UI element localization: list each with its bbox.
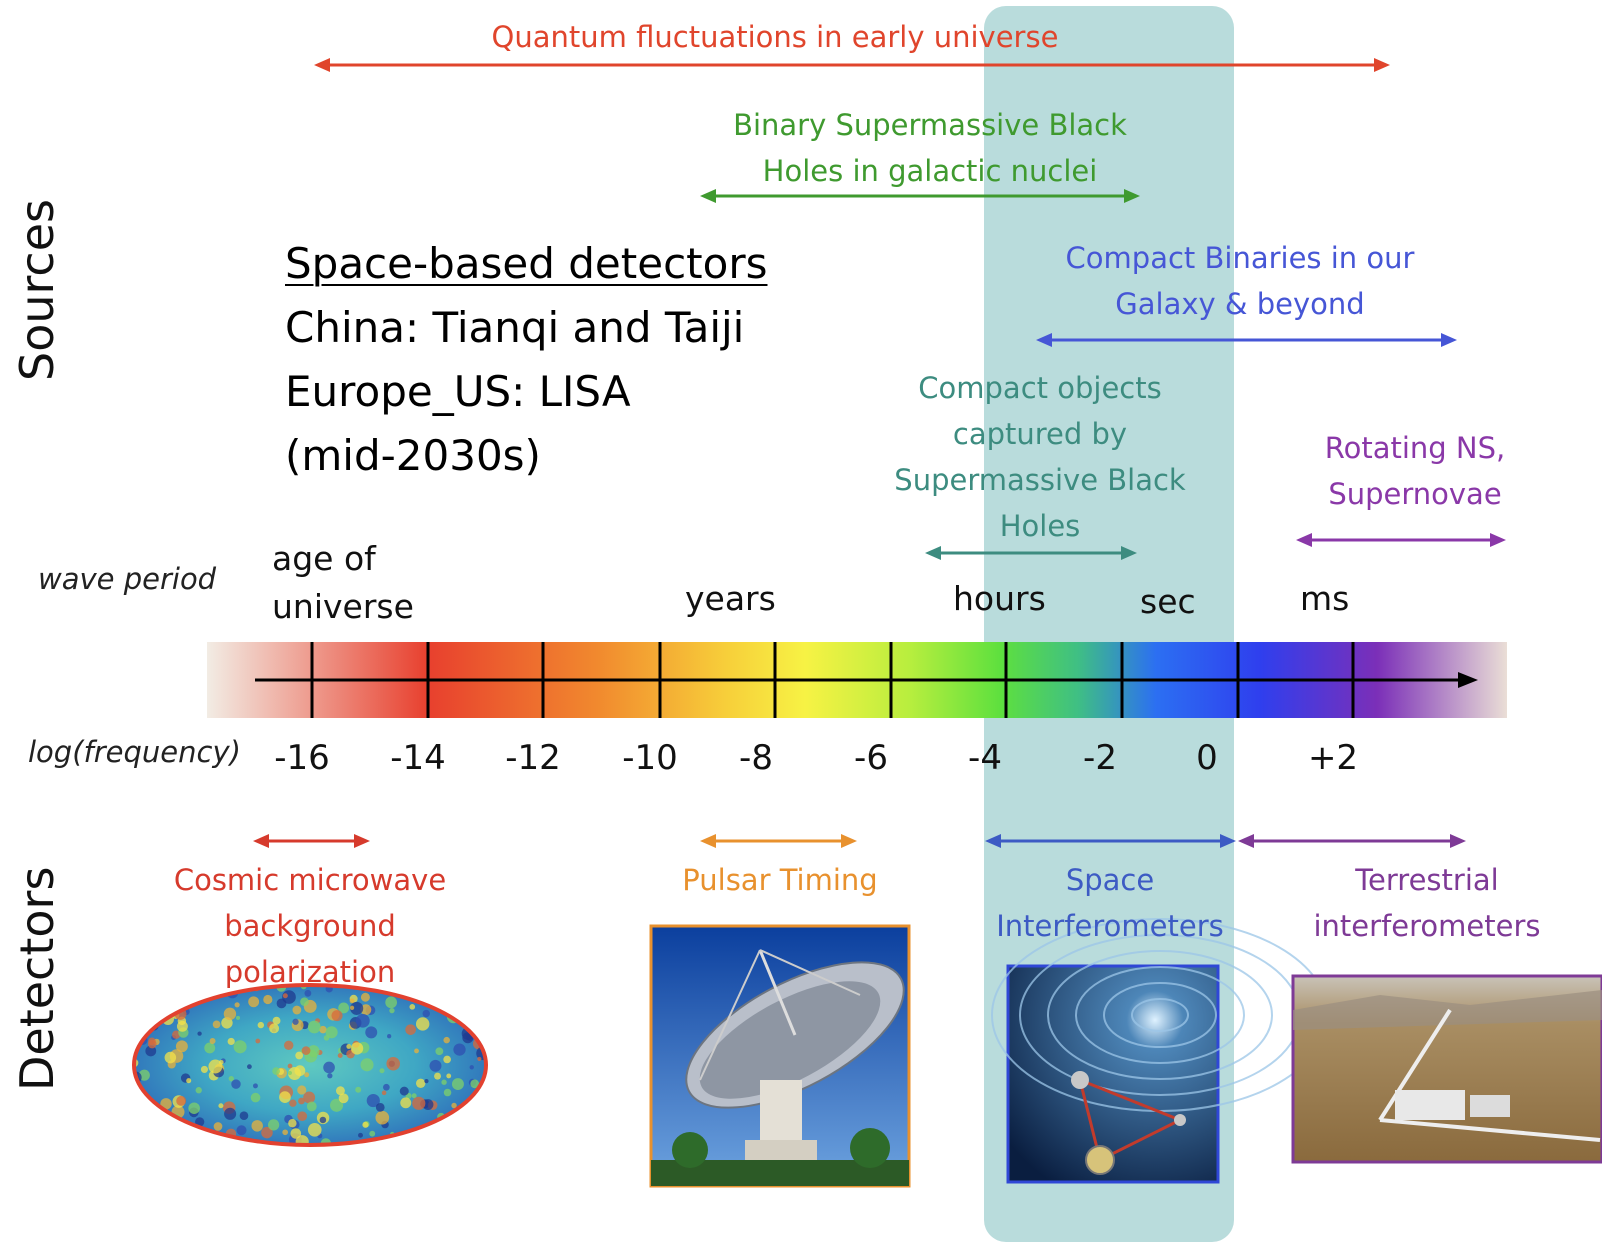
- frequency-tick-label: +2: [1307, 738, 1359, 778]
- frequency-tick-label: -2: [1083, 738, 1117, 778]
- detector-label-terrestrial: Terrestrial interferometers: [1313, 863, 1541, 943]
- captured-range-arrow: [925, 546, 1137, 560]
- space-detectors-info: Space-based detectors China: Tianqi and …: [285, 232, 768, 488]
- period-hours: hours: [953, 579, 1046, 618]
- detector-label-cmb: Cosmic microwave background polarization: [173, 863, 447, 989]
- pulsar-range-arrow: [700, 834, 857, 848]
- frequency-tick-label: -4: [968, 738, 1002, 778]
- source-label-quantum: Quantum fluctuations in early universe: [491, 20, 1059, 54]
- source-label-compact-binaries: Compact Binaries in our Galaxy & beyond: [1065, 241, 1415, 321]
- compact-binaries-range-arrow: [1036, 333, 1457, 347]
- source-label-rotating-ns: Rotating NS, Supernovae: [1324, 431, 1506, 511]
- space-interferometer-range-arrow: [985, 834, 1236, 848]
- space-interferometer-image: [991, 918, 1329, 1184]
- axis-tick-marks: [310, 642, 1355, 718]
- frequency-axis-arrowhead: [1458, 672, 1478, 688]
- period-age-of-universe: age of universe: [272, 539, 414, 626]
- frequency-tick-label: 0: [1196, 738, 1218, 778]
- space-detectors-line-timeline: (mid-2030s): [285, 431, 541, 480]
- frequency-tick-label: -12: [505, 738, 561, 778]
- frequency-tick-label: -10: [622, 738, 678, 778]
- quantum-range-arrow: [314, 58, 1390, 72]
- terrestrial-range-arrow: [1238, 834, 1466, 848]
- log-frequency-label: log(frequency): [28, 735, 241, 769]
- space-detectors-heading: Space-based detectors: [285, 239, 768, 288]
- terrestrial-interferometer-image: [1291, 974, 1602, 1164]
- source-label-smbh: Binary Supermassive Black Holes in galac…: [733, 108, 1127, 188]
- frequency-tick-label: -14: [390, 738, 446, 778]
- smbh-range-arrow: [700, 189, 1140, 203]
- cmb-image: [132, 983, 488, 1147]
- detector-label-space-interferometers: Space Interferometers: [996, 863, 1224, 943]
- period-years: years: [685, 579, 776, 618]
- pulsar-timing-image: [649, 924, 911, 1188]
- source-label-captured: Compact objects captured by Supermassive…: [894, 371, 1186, 543]
- cmb-range-arrow: [253, 834, 370, 848]
- frequency-tick-label: -8: [739, 738, 773, 778]
- rotating-ns-range-arrow: [1296, 533, 1506, 547]
- period-ms: ms: [1300, 579, 1350, 618]
- space-detectors-line-europe: Europe_US: LISA: [285, 367, 631, 416]
- frequency-tick-label: -16: [274, 738, 330, 778]
- detector-label-pulsar: Pulsar Timing: [682, 863, 878, 897]
- space-detectors-line-china: China: Tianqi and Taiji: [285, 303, 745, 352]
- range-arrows: [253, 58, 1506, 848]
- frequency-tick-label: -6: [854, 738, 888, 778]
- wave-period-label: wave period: [38, 562, 217, 596]
- period-sec: sec: [1140, 582, 1196, 621]
